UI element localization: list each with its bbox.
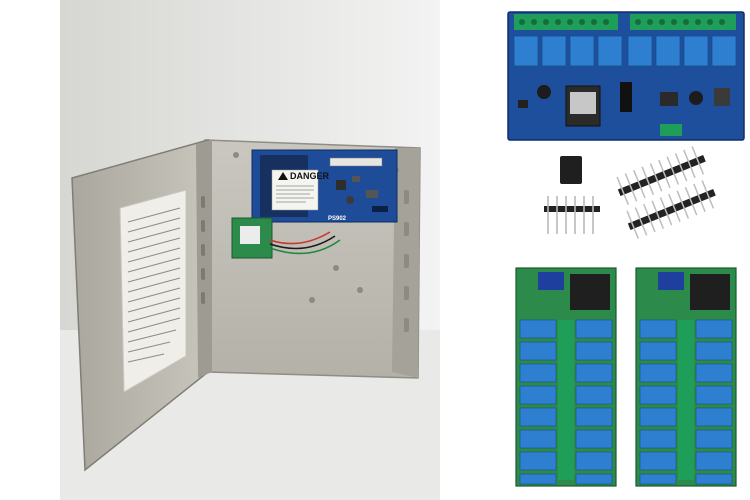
board-components bbox=[336, 176, 388, 212]
blue-relay-board-photo bbox=[500, 0, 750, 250]
relay-component bbox=[240, 226, 260, 244]
board-components-blue bbox=[518, 82, 730, 112]
power-terminal bbox=[660, 124, 682, 136]
header-block bbox=[690, 274, 730, 310]
blue-pcb bbox=[507, 11, 745, 141]
danger-warning-icon bbox=[278, 172, 288, 180]
pin-header-long-2 bbox=[626, 180, 716, 239]
header-block bbox=[570, 274, 610, 310]
pot-block bbox=[538, 272, 564, 290]
enclosure-illustration: DANGER PS902 bbox=[60, 0, 440, 500]
relay-column-left bbox=[519, 319, 557, 485]
relay-column-right bbox=[575, 319, 613, 485]
board-terminal-strip bbox=[329, 157, 383, 167]
board-label: PS902 bbox=[328, 216, 347, 222]
danger-label-fineprint bbox=[276, 185, 314, 203]
green-relay-boards-photo bbox=[500, 250, 750, 500]
door-flange bbox=[196, 140, 212, 378]
danger-label: DANGER bbox=[290, 171, 330, 181]
green-relay-board-right bbox=[635, 267, 737, 487]
pin-header-short bbox=[544, 206, 600, 212]
wires bbox=[269, 231, 341, 255]
pin-header-long-1 bbox=[616, 146, 706, 205]
green-terminals bbox=[678, 320, 694, 480]
top-terminal-blocks bbox=[514, 14, 736, 30]
relay-column-right bbox=[695, 319, 733, 485]
sticker-text-lines bbox=[127, 207, 181, 363]
relay-row bbox=[513, 35, 737, 67]
relay-column-left bbox=[639, 319, 677, 485]
pin-accessories bbox=[544, 146, 716, 239]
esp-shield bbox=[570, 92, 596, 114]
knockout-holes bbox=[233, 152, 409, 332]
pot-block bbox=[658, 272, 684, 290]
blue-board-illustration bbox=[507, 11, 745, 239]
green-terminals bbox=[558, 320, 574, 480]
jumper-cap bbox=[560, 156, 582, 184]
green-boards-illustration bbox=[515, 267, 737, 487]
green-relay-board-left bbox=[515, 267, 617, 487]
door-vents bbox=[201, 196, 205, 304]
enclosure-photo: DANGER PS902 bbox=[60, 0, 440, 500]
